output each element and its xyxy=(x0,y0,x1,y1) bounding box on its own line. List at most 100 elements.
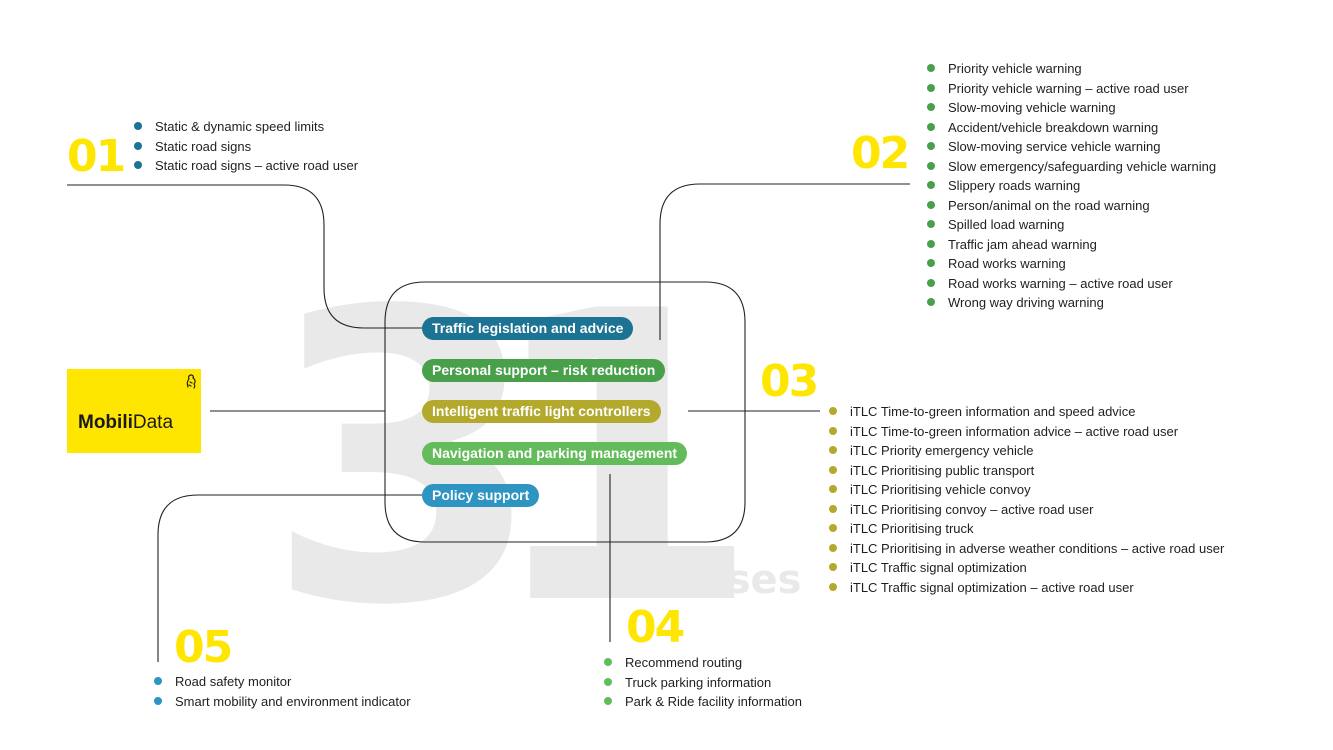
list-item: Road works warning xyxy=(927,254,1216,274)
list-item-label: Slow emergency/safeguarding vehicle warn… xyxy=(948,158,1217,174)
list-item: Smart mobility and environment indicator xyxy=(154,692,411,712)
bullet-dot-icon xyxy=(829,426,837,435)
bullet-dot-icon xyxy=(927,220,935,228)
list-item-label: Road works warning xyxy=(948,256,1066,271)
watermark-unit: cases xyxy=(676,557,801,603)
bullet-dot-icon xyxy=(134,141,142,150)
list-item-label: Truck parking information xyxy=(625,674,772,690)
bullet-dot-icon xyxy=(927,122,935,131)
list-item: Recommend routing xyxy=(604,653,802,673)
list-item-label: iTLC Time-to-green information advice – … xyxy=(850,423,1179,439)
list-item: iTLC Prioritising truck xyxy=(829,519,1224,539)
list-item: iTLC Prioritising convoy – active road u… xyxy=(829,500,1224,520)
list-item: Person/animal on the road warning xyxy=(927,196,1216,216)
hub-frame xyxy=(384,281,746,543)
list-item: Road works warning – active road user xyxy=(927,274,1216,294)
list-item-label: Static road signs xyxy=(155,138,252,154)
bullet-dot-icon xyxy=(829,543,837,552)
bullet-dot-icon xyxy=(927,142,935,150)
section-number-02: 02 xyxy=(851,128,910,179)
item-list-03: iTLC Time-to-green information and speed… xyxy=(829,402,1224,597)
list-item-label: Smart mobility and environment indicator xyxy=(175,693,411,709)
category-pill-04[interactable]: Navigation and parking management xyxy=(422,442,688,465)
list-item-label: iTLC Prioritising vehicle convoy xyxy=(850,482,1031,497)
bullet-dot-icon xyxy=(829,563,837,571)
list-item: iTLC Priority emergency vehicle xyxy=(829,441,1224,461)
bullet-dot-icon xyxy=(927,181,935,189)
list-item-label: iTLC Time-to-green information and speed… xyxy=(850,404,1136,419)
list-item: Truck parking information xyxy=(604,673,802,693)
list-item: Spilled load warning xyxy=(927,215,1216,235)
list-item-label: Slippery roads warning xyxy=(948,178,1081,193)
bullet-dot-icon xyxy=(927,161,935,170)
list-item: Traffic jam ahead warning xyxy=(927,235,1216,255)
bullet-dot-icon xyxy=(134,161,142,169)
list-item-label: Slow-moving vehicle warning xyxy=(948,100,1116,115)
bullet-dot-icon xyxy=(927,200,935,209)
bullet-dot-icon xyxy=(829,465,837,474)
bullet-dot-icon xyxy=(604,658,612,666)
list-item: Park & Ride facility information xyxy=(604,692,802,712)
bullet-dot-icon xyxy=(829,485,837,493)
list-item-label: iTLC Prioritising in adverse weather con… xyxy=(850,540,1225,556)
list-item: Slow emergency/safeguarding vehicle warn… xyxy=(927,157,1216,177)
flemish-lion-icon xyxy=(186,374,196,389)
list-item: Priority vehicle warning – active road u… xyxy=(927,79,1216,99)
bullet-dot-icon xyxy=(829,524,837,532)
list-item-label: iTLC Prioritising convoy – active road u… xyxy=(850,501,1094,517)
list-item: iTLC Time-to-green information and speed… xyxy=(829,402,1224,422)
list-item-label: Recommend routing xyxy=(625,655,743,670)
logo-bold: Mobili xyxy=(78,412,133,433)
category-pill-02[interactable]: Personal support – risk reduction xyxy=(422,359,666,382)
list-item: Slow-moving service vehicle warning xyxy=(927,137,1216,157)
list-item-label: Priority vehicle warning xyxy=(948,61,1082,76)
list-item-label: Accident/vehicle breakdown warning xyxy=(948,119,1159,135)
list-item: iTLC Prioritising public transport xyxy=(829,461,1224,481)
list-item: Priority vehicle warning xyxy=(927,59,1216,79)
category-pill-05[interactable]: Policy support xyxy=(422,484,540,507)
list-item-label: Slow-moving service vehicle warning xyxy=(948,139,1161,154)
section-number-01: 01 xyxy=(67,131,126,182)
list-item-label: Road works warning – active road user xyxy=(948,275,1173,291)
logo-regular: Data xyxy=(132,412,174,433)
list-item-label: Traffic jam ahead warning xyxy=(948,236,1097,252)
bullet-dot-icon xyxy=(829,407,837,415)
list-item-label: Person/animal on the road warning xyxy=(948,197,1150,213)
bullet-dot-icon xyxy=(154,677,162,685)
connector-05 xyxy=(157,494,425,662)
list-item: iTLC Traffic signal optimization – activ… xyxy=(829,578,1224,598)
list-item: Slow-moving vehicle warning xyxy=(927,98,1216,118)
list-item-label: Spilled load warning xyxy=(948,217,1065,232)
section-number-03: 03 xyxy=(760,356,819,407)
bullet-dot-icon xyxy=(604,697,612,705)
list-item: iTLC Time-to-green information advice – … xyxy=(829,422,1224,442)
list-item-label: Park & Ride facility information xyxy=(625,694,803,709)
bullet-dot-icon xyxy=(829,446,837,454)
list-item-label: iTLC Prioritising truck xyxy=(850,521,974,536)
list-item: iTLC Prioritising vehicle convoy xyxy=(829,480,1224,500)
list-item: Slippery roads warning xyxy=(927,176,1216,196)
bullet-dot-icon xyxy=(927,298,935,306)
list-item-label: iTLC Traffic signal optimization xyxy=(850,560,1027,575)
connector-02 xyxy=(659,183,910,340)
category-pill-01[interactable]: Traffic legislation and advice xyxy=(422,317,634,340)
list-item-label: iTLC Traffic signal optimization – activ… xyxy=(850,579,1134,595)
bullet-dot-icon xyxy=(829,582,837,591)
list-item-label: iTLC Prioritising public transport xyxy=(850,462,1035,478)
connector-01 xyxy=(67,184,425,329)
bullet-dot-icon xyxy=(927,64,935,72)
category-pill-03[interactable]: Intelligent traffic light controllers xyxy=(422,400,661,423)
list-item: Road safety monitor xyxy=(154,672,411,692)
section-number-05: 05 xyxy=(174,622,233,673)
list-item: Wrong way driving warning xyxy=(927,293,1216,313)
bullet-dot-icon xyxy=(134,122,142,130)
list-item: iTLC Prioritising in adverse weather con… xyxy=(829,539,1224,559)
list-item-label: Static road signs – active road user xyxy=(155,158,359,173)
list-item-label: Static & dynamic speed limits xyxy=(155,119,325,134)
bullet-dot-icon xyxy=(927,103,935,111)
list-item-label: Wrong way driving warning xyxy=(948,295,1104,310)
